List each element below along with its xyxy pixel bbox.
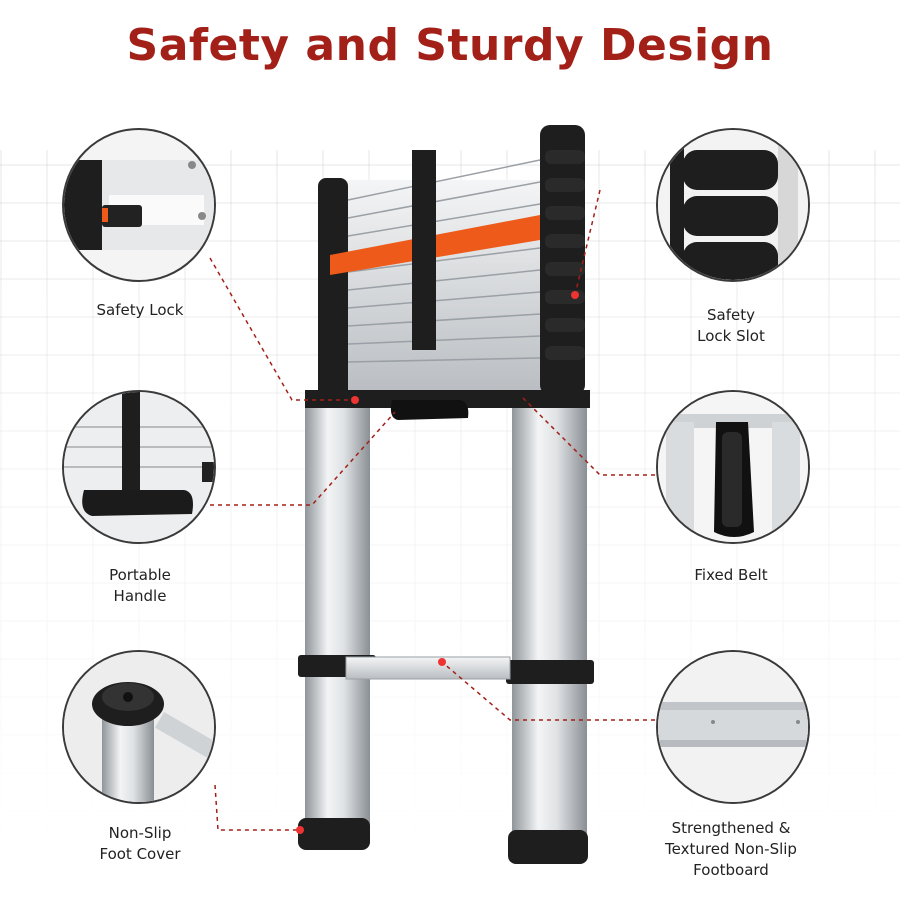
label-board-line3: Footboard [693, 861, 769, 879]
label-safety-lock-text: Safety Lock [96, 301, 184, 319]
label-portable-handle: Portable Handle [45, 565, 235, 607]
label-safety-lock: Safety Lock [45, 300, 235, 321]
label-board-line1: Strengthened & [671, 819, 791, 837]
collapsed-rungs [305, 125, 590, 420]
lock-slot-icon [658, 130, 808, 280]
handle-icon [64, 392, 214, 542]
ladder-legs [298, 408, 594, 864]
label-handle-line2: Handle [113, 587, 167, 605]
safety-lock-icon [64, 160, 214, 250]
label-lock-slot-line2: Lock Slot [697, 327, 765, 345]
label-fixed-belt: Fixed Belt [636, 565, 826, 586]
callout-footboard [656, 650, 810, 804]
label-foot-cover: Non-Slip Foot Cover [45, 823, 235, 865]
connector-lines [209, 189, 655, 831]
label-handle-line1: Portable [109, 566, 171, 584]
callout-portable-handle [62, 390, 216, 544]
label-board-line2: Textured Non-Slip [665, 840, 797, 858]
label-fixed-belt-text: Fixed Belt [694, 566, 768, 584]
belt-icon [658, 392, 808, 542]
callout-lock-slot [656, 128, 810, 282]
label-lock-slot-line1: Safety [707, 306, 755, 324]
foot-cover-icon [64, 652, 214, 802]
callout-safety-lock [62, 128, 216, 282]
footboard-icon [658, 652, 808, 802]
label-lock-slot: Safety Lock Slot [636, 305, 826, 347]
label-foot-line2: Foot Cover [99, 845, 181, 863]
callout-fixed-belt [656, 390, 810, 544]
connector-dots [296, 291, 579, 834]
page-title: Safety and Sturdy Design [126, 20, 774, 71]
callout-foot-cover [62, 650, 216, 804]
label-foot-line1: Non-Slip [108, 824, 172, 842]
label-footboard: Strengthened & Textured Non-Slip Footboa… [636, 818, 826, 881]
